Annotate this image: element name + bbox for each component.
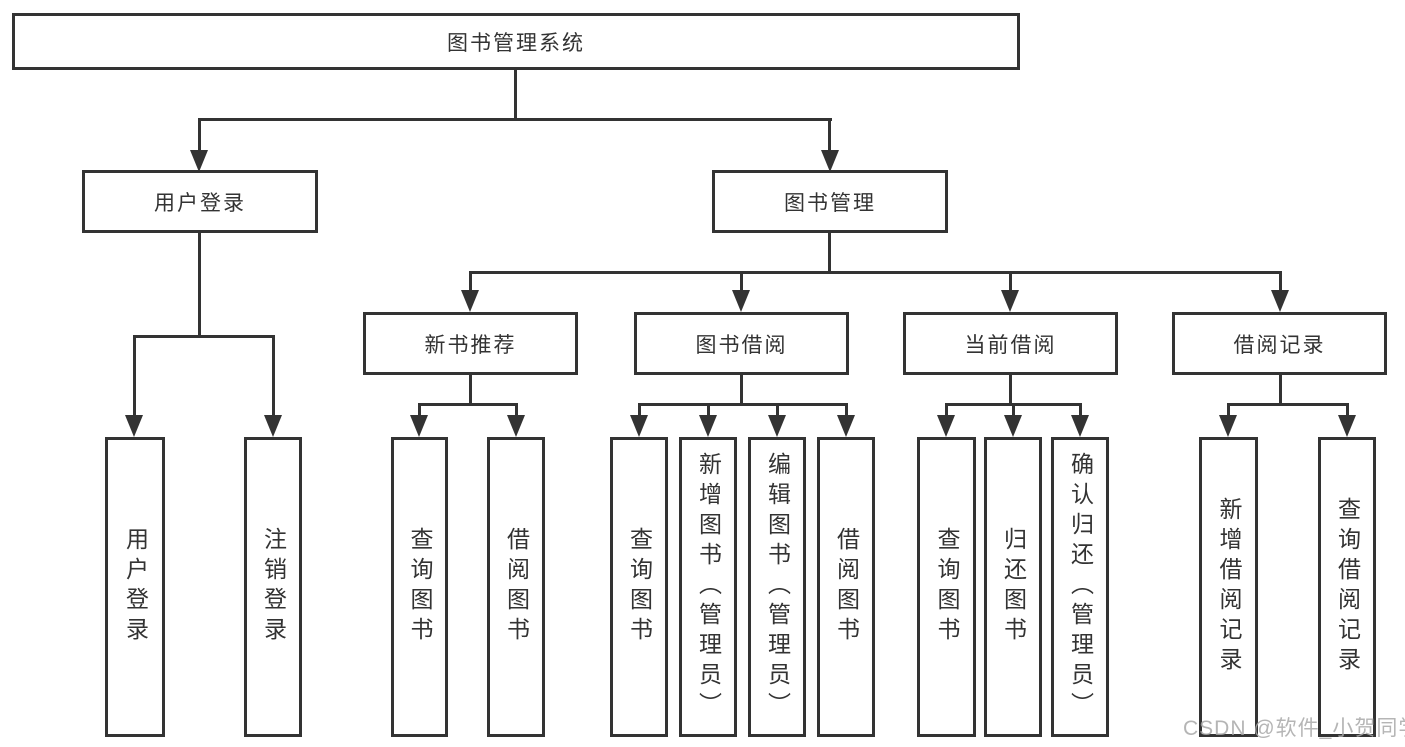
arrow-down-icon: [507, 415, 525, 437]
arrow-down-icon: [768, 415, 786, 437]
connector-hline: [198, 118, 832, 121]
leaf-label: 确认归还（管理员）: [1067, 452, 1094, 722]
leaf-user-login: 用户登录: [105, 437, 165, 737]
connector-vline: [198, 233, 201, 337]
connector-vline: [1012, 403, 1015, 417]
node-library-management-system: 图书管理系统: [12, 13, 1020, 70]
connector-vline: [945, 403, 948, 417]
connector-vline: [1009, 375, 1012, 405]
connector-vline: [1079, 403, 1082, 417]
arrow-down-icon: [821, 150, 839, 172]
connector-vline: [418, 403, 421, 417]
leaf-label: 归还图书: [1000, 527, 1027, 647]
connector-vline: [469, 375, 472, 405]
leaf-borrowing-add-books-admin: 新增图书（管理员）: [679, 437, 737, 737]
connector-hline: [469, 271, 1282, 274]
leaf-label: 借阅图书: [503, 527, 530, 647]
connector-vline: [776, 403, 779, 417]
connector-vline: [845, 403, 848, 417]
leaf-borrowing-borrow-books: 借阅图书: [817, 437, 875, 737]
arrow-down-icon: [937, 415, 955, 437]
node-label: 图书管理系统: [447, 31, 585, 55]
leaf-label: 编辑图书（管理员）: [764, 452, 791, 722]
connector-hline: [133, 335, 275, 338]
leaf-label: 查询借阅记录: [1334, 497, 1361, 677]
node-book-borrowing: 图书借阅: [634, 312, 849, 375]
arrow-down-icon: [1001, 290, 1019, 312]
arrow-down-icon: [732, 290, 750, 312]
leaf-current-return-books: 归还图书: [984, 437, 1042, 737]
leaf-label: 新增借阅记录: [1216, 497, 1242, 677]
arrow-down-icon: [1004, 415, 1022, 437]
csdn-watermark: CSDN @软件_小贺同学: [1183, 717, 1405, 740]
leaf-logout: 注销登录: [244, 437, 302, 737]
node-label: 借阅记录: [1233, 333, 1326, 357]
connector-vline: [469, 271, 472, 292]
connector-vline: [707, 403, 710, 417]
arrow-down-icon: [1338, 415, 1356, 437]
node-label: 图书管理: [784, 191, 876, 215]
node-label: 用户登录: [154, 191, 246, 215]
node-borrowing-records: 借阅记录: [1172, 312, 1387, 375]
arrow-down-icon: [1271, 290, 1289, 312]
arrow-down-icon: [264, 415, 282, 437]
leaf-current-confirm-return-admin: 确认归还（管理员）: [1051, 437, 1109, 737]
arrow-down-icon: [1071, 415, 1089, 437]
arrow-down-icon: [190, 150, 208, 172]
leaf-records-add-borrow-record: 新增借阅记录: [1199, 437, 1258, 737]
connector-vline: [1009, 271, 1012, 292]
leaf-label: 借阅图书: [833, 527, 860, 647]
leaf-current-query-books: 查询图书: [917, 437, 976, 737]
connector-vline: [1346, 403, 1349, 417]
node-user-login: 用户登录: [82, 170, 318, 233]
leaf-label: 查询图书: [626, 527, 653, 647]
leaf-label: 注销登录: [260, 527, 287, 647]
connector-vline: [515, 403, 518, 417]
arrow-down-icon: [1219, 415, 1237, 437]
connector-vline: [514, 70, 517, 118]
arrow-down-icon: [837, 415, 855, 437]
arrow-down-icon: [125, 415, 143, 437]
node-label: 新书推荐: [424, 333, 517, 357]
leaf-label: 新增图书（管理员）: [695, 452, 722, 722]
node-new-book-recommendation: 新书推荐: [363, 312, 578, 375]
connector-hline: [1227, 403, 1349, 406]
leaf-borrowing-edit-books-admin: 编辑图书（管理员）: [748, 437, 806, 737]
leaf-records-query-borrow-record: 查询借阅记录: [1318, 437, 1376, 737]
connector-vline: [1279, 375, 1282, 405]
connector-vline: [828, 118, 831, 152]
node-book-management: 图书管理: [712, 170, 948, 233]
leaf-newbook-borrow-books: 借阅图书: [487, 437, 545, 737]
node-label: 图书借阅: [695, 333, 788, 357]
connector-vline: [198, 118, 201, 152]
arrow-down-icon: [410, 415, 428, 437]
arrow-down-icon: [461, 290, 479, 312]
connector-vline: [133, 335, 136, 417]
leaf-label: 查询图书: [934, 527, 960, 647]
connector-vline: [638, 403, 641, 417]
connector-hline: [638, 403, 848, 406]
connector-vline: [1279, 271, 1282, 292]
connector-vline: [740, 271, 743, 292]
leaf-borrowing-query-books: 查询图书: [610, 437, 668, 737]
node-current-borrowing: 当前借阅: [903, 312, 1118, 375]
connector-vline: [272, 335, 275, 417]
node-label: 当前借阅: [964, 333, 1057, 357]
leaf-label: 查询图书: [407, 527, 433, 647]
leaf-newbook-query-books: 查询图书: [391, 437, 448, 737]
connector-vline: [1227, 403, 1230, 417]
arrow-down-icon: [630, 415, 648, 437]
connector-hline: [418, 403, 518, 406]
connector-vline: [828, 233, 831, 273]
connector-vline: [740, 375, 743, 405]
arrow-down-icon: [699, 415, 717, 437]
leaf-label: 用户登录: [122, 527, 149, 647]
